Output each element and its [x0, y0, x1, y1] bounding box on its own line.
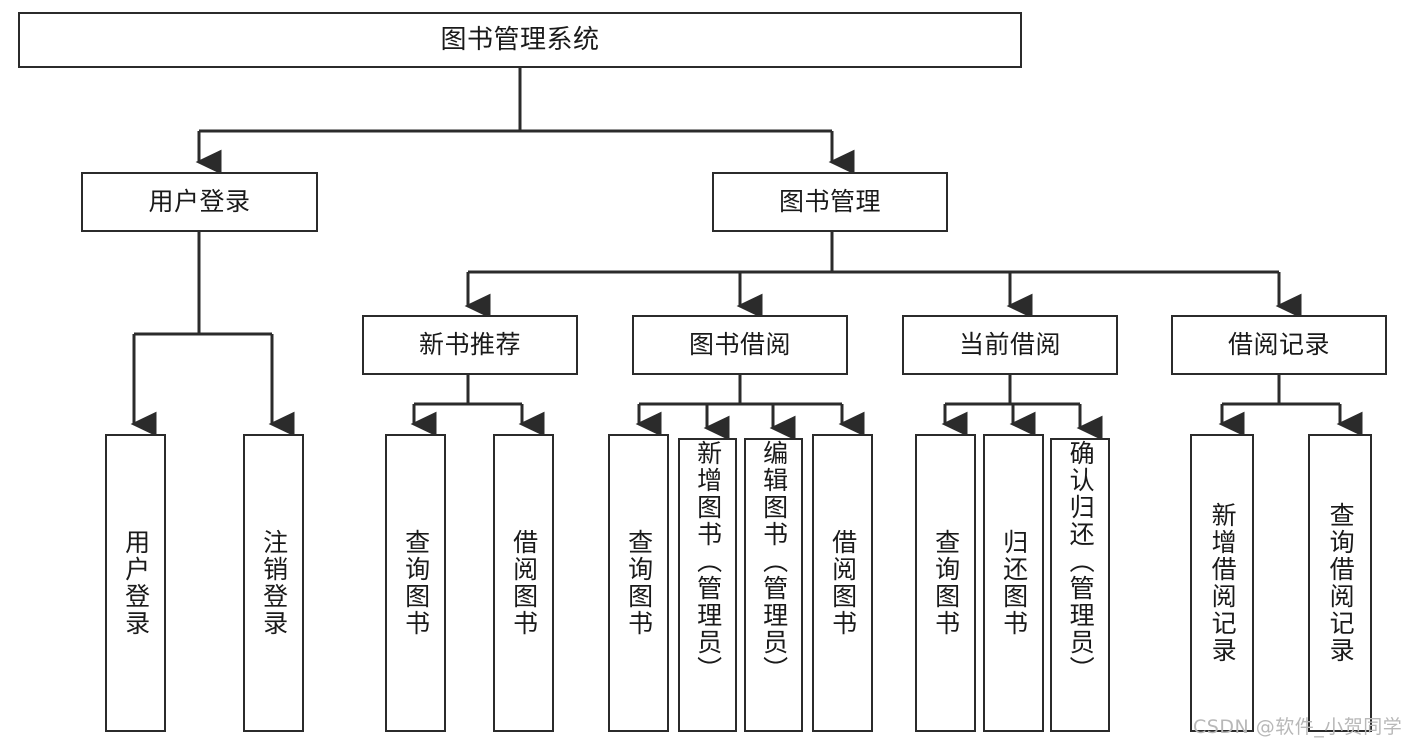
leaf-query-book-borrow[interactable]: 查询图书 — [608, 434, 669, 732]
leaf-logout-login-label: 注销登录 — [259, 529, 289, 637]
leaf-query-book-borrow-label: 查询图书 — [624, 529, 654, 637]
node-book-borrow-label: 图书借阅 — [688, 330, 791, 360]
node-new-book-recommend-label: 新书推荐 — [418, 330, 521, 360]
node-current-borrow-label: 当前借阅 — [958, 330, 1061, 360]
leaf-user-login-label: 用户登录 — [121, 529, 151, 637]
leaf-edit-book-admin[interactable]: 编辑图书（管理员） — [744, 438, 803, 732]
leaf-edit-book-admin-label: 编辑图书（管理员） — [759, 440, 789, 683]
leaf-add-book-admin[interactable]: 新增图书（管理员） — [678, 438, 737, 732]
leaf-borrow-book-newbook-label: 借阅图书 — [509, 529, 539, 637]
node-book-management[interactable]: 图书管理 — [712, 172, 948, 232]
node-root-system[interactable]: 图书管理系统 — [18, 12, 1022, 68]
leaf-query-book-newbook-label: 查询图书 — [401, 529, 431, 637]
watermark: CSDN @软件_小贺同学 — [1193, 716, 1403, 738]
leaf-user-login[interactable]: 用户登录 — [105, 434, 166, 732]
leaf-query-book-newbook[interactable]: 查询图书 — [385, 434, 446, 732]
leaf-add-borrow-record-label: 新增借阅记录 — [1208, 502, 1238, 664]
node-user-login-label: 用户登录 — [148, 187, 251, 217]
leaf-logout-login[interactable]: 注销登录 — [243, 434, 304, 732]
leaf-add-book-admin-label: 新增图书（管理员） — [693, 440, 723, 683]
leaf-confirm-return-admin-label: 确认归还（管理员） — [1066, 440, 1096, 683]
node-borrow-record[interactable]: 借阅记录 — [1171, 315, 1387, 375]
node-book-borrow[interactable]: 图书借阅 — [632, 315, 848, 375]
node-borrow-record-label: 借阅记录 — [1227, 330, 1330, 360]
leaf-borrow-book-borrow-label: 借阅图书 — [828, 529, 858, 637]
leaf-return-book[interactable]: 归还图书 — [983, 434, 1044, 732]
node-new-book-recommend[interactable]: 新书推荐 — [362, 315, 578, 375]
node-book-management-label: 图书管理 — [778, 187, 881, 217]
node-root-system-label: 图书管理系统 — [440, 24, 600, 55]
leaf-query-borrow-record-label: 查询借阅记录 — [1326, 502, 1356, 664]
node-current-borrow[interactable]: 当前借阅 — [902, 315, 1118, 375]
leaf-query-book-current-label: 查询图书 — [931, 529, 961, 637]
leaf-query-borrow-record[interactable]: 查询借阅记录 — [1308, 434, 1372, 732]
leaf-return-book-label: 归还图书 — [999, 529, 1029, 637]
leaf-add-borrow-record[interactable]: 新增借阅记录 — [1190, 434, 1254, 732]
leaf-confirm-return-admin[interactable]: 确认归还（管理员） — [1050, 438, 1110, 732]
node-user-login[interactable]: 用户登录 — [81, 172, 318, 232]
leaf-borrow-book-newbook[interactable]: 借阅图书 — [493, 434, 554, 732]
leaf-borrow-book-borrow[interactable]: 借阅图书 — [812, 434, 873, 732]
leaf-query-book-current[interactable]: 查询图书 — [915, 434, 976, 732]
